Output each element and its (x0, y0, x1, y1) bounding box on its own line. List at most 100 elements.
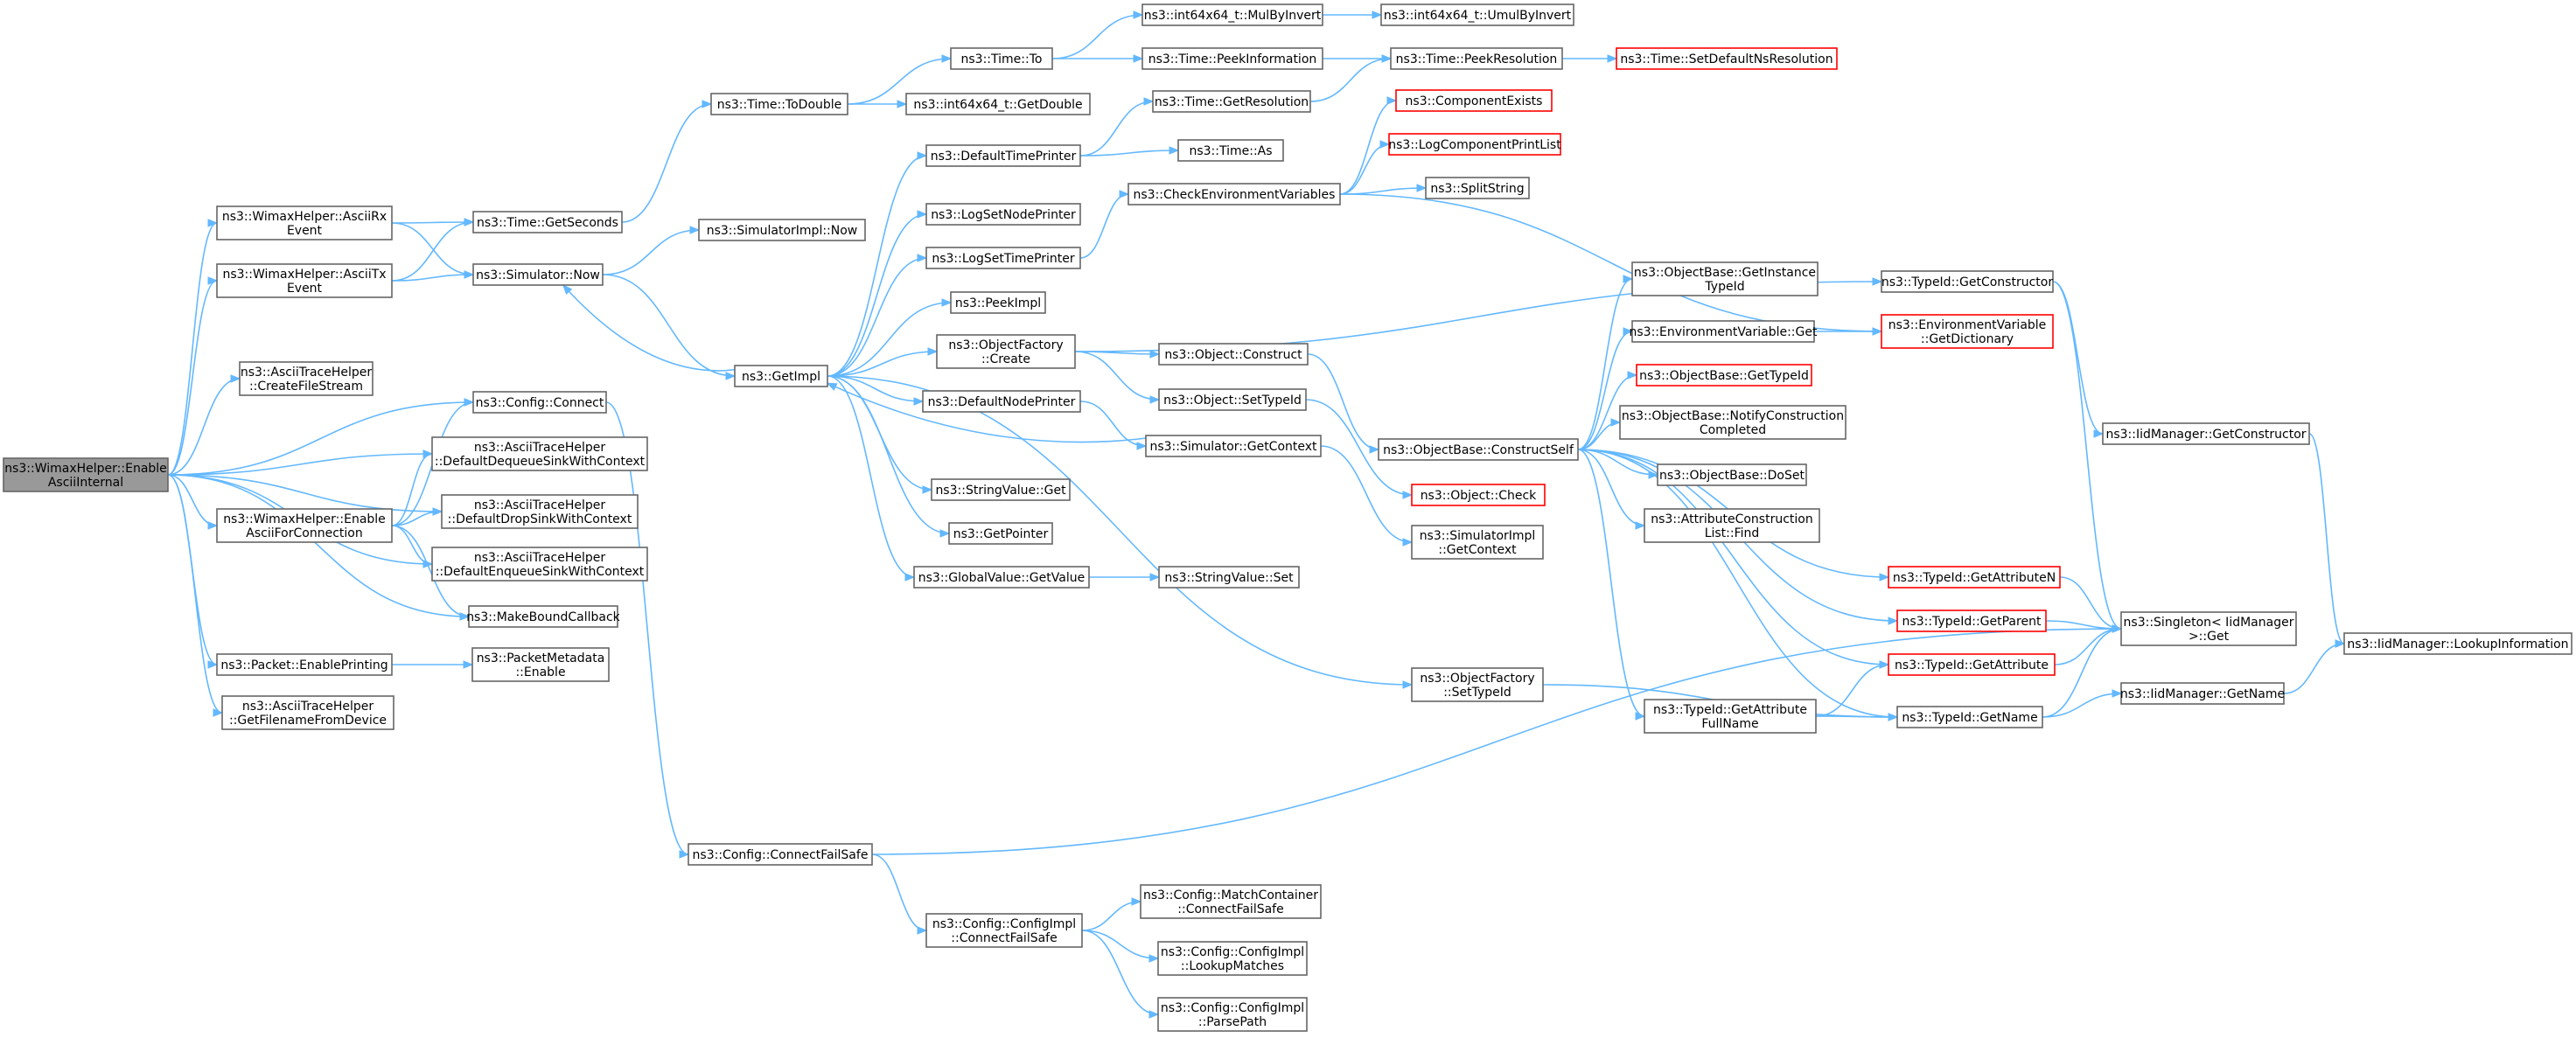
function-node-n18[interactable]: ns3::Config::ConnectFailSafe (688, 843, 873, 866)
function-node-n43[interactable]: ns3::Config::ConfigImpl::ParsePath (1157, 997, 1308, 1032)
function-node-n45[interactable]: ns3::Time::PeekResolution (1390, 47, 1563, 70)
function-node-n8[interactable]: ns3::Simulator::Now (472, 263, 604, 286)
function-node-n64[interactable]: ns3::TypeId::GetAttribute (1888, 653, 2056, 676)
function-node-n31[interactable]: ns3::int64x64_t::MulByInvert (1141, 3, 1323, 26)
function-node-n69[interactable]: ns3::IidManager::LookupInformation (2343, 632, 2573, 655)
function-node-n47[interactable]: ns3::LogComponentPrintList (1388, 133, 1561, 156)
function-node-n7[interactable]: ns3::Time::GetSeconds (472, 211, 623, 233)
edge-arrowhead (1149, 350, 1161, 359)
edge-line (167, 222, 218, 476)
function-node-n16[interactable]: ns3::SimulatorImpl::Now (698, 219, 866, 241)
function-node-n62[interactable]: ns3::TypeId::GetAttributeN (1888, 566, 2061, 589)
node-box (1141, 3, 1323, 26)
function-node-n59[interactable]: ns3::Time::SetDefaultNsResolution (1616, 47, 1838, 70)
function-node-n52[interactable]: ns3::ObjectBase::ConstructSelf (1378, 438, 1579, 461)
function-node-n37[interactable]: ns3::Object::SetTypeId (1158, 388, 1307, 411)
function-node-n12[interactable]: ns3::AsciiTraceHelper::DefaultEnqueueSin… (431, 547, 648, 582)
function-node-n51[interactable]: ns3::ObjectBase::GetTypeId (1636, 364, 1812, 387)
function-node-n65[interactable]: ns3::TypeId::GetName (1896, 706, 2043, 728)
call-edge-n23-n35 (1079, 190, 1130, 259)
call-edge-n52-n50 (1577, 327, 1634, 450)
function-node-n48[interactable]: ns3::SplitString (1425, 177, 1530, 199)
function-node-n19[interactable]: ns3::Time::To (950, 47, 1053, 70)
function-node-n39[interactable]: ns3::StringValue::Set (1158, 566, 1300, 589)
function-node-n5[interactable]: ns3::Packet::EnablePrinting (216, 653, 393, 676)
function-node-n32[interactable]: ns3::Time::PeekInformation (1141, 47, 1323, 70)
function-node-n41[interactable]: ns3::Config::MatchContainer::ConnectFail… (1140, 884, 1322, 919)
function-node-n28[interactable]: ns3::GetPointer (948, 522, 1053, 545)
call-edge-n0-n10 (167, 449, 434, 476)
node-label: ns3::AsciiTraceHelper (474, 551, 606, 565)
function-node-n15[interactable]: ns3::Time::ToDouble (710, 93, 848, 115)
node-label: ns3::TypeId::GetAttribute (1895, 658, 2049, 672)
node-label: ns3::WimaxHelper::AsciiRx (222, 210, 387, 224)
function-node-n11[interactable]: ns3::AsciiTraceHelper::DefaultDropSinkWi… (441, 494, 639, 529)
function-node-n66[interactable]: ns3::IidManager::GetConstructor (2102, 422, 2310, 445)
node-box (239, 361, 373, 396)
function-node-n10[interactable]: ns3::AsciiTraceHelper::DefaultDequeueSin… (431, 436, 648, 471)
function-node-n40[interactable]: ns3::ObjectFactory::SetTypeId (1411, 667, 1544, 702)
node-label: ns3::PeekImpl (955, 296, 1041, 310)
function-node-n44[interactable]: ns3::int64x64_t::UmulByInvert (1380, 3, 1574, 26)
function-node-n57[interactable]: ns3::SimulatorImpl::GetContext (1411, 525, 1544, 560)
function-node-n13[interactable]: ns3::MakeBoundCallback (466, 605, 621, 628)
function-node-n46[interactable]: ns3::ComponentExists (1395, 89, 1553, 112)
call-edge-n17-n23 (827, 254, 928, 377)
function-node-n34[interactable]: ns3::Time::As (1177, 139, 1284, 162)
node-label: TypeId (1704, 280, 1744, 294)
node-box (905, 93, 1091, 115)
call-edge-n65-n67 (2042, 624, 2123, 718)
function-node-n23[interactable]: ns3::LogSetTimePrinter (925, 247, 1081, 269)
function-node-n14[interactable]: ns3::PacketMetadata::Enable (471, 647, 610, 682)
function-node-n24[interactable]: ns3::PeekImpl (950, 291, 1046, 314)
function-node-n29[interactable]: ns3::GlobalValue::GetValue (913, 566, 1090, 589)
edge-arrowhead (917, 926, 928, 935)
function-node-n54[interactable]: ns3::ObjectBase::DoSet (1657, 463, 1807, 486)
function-node-n22[interactable]: ns3::LogSetNodePrinter (925, 203, 1081, 226)
call-edge-n68-n69 (2283, 639, 2346, 694)
edge-arrowhead (1879, 660, 1890, 669)
function-node-n42[interactable]: ns3::Config::ConfigImpl::LookupMatches (1157, 941, 1308, 976)
call-edge-n62-n67 (2059, 576, 2123, 633)
edge-arrowhead (917, 151, 928, 160)
node-box (221, 695, 394, 730)
function-node-n35[interactable]: ns3::CheckEnvironmentVariables (1127, 183, 1341, 206)
function-node-n6[interactable]: ns3::AsciiTraceHelper::GetFilenameFromDe… (221, 695, 394, 730)
node-label: ns3::Config::ConfigImpl (1161, 1001, 1304, 1015)
function-node-n30[interactable]: ns3::Config::ConfigImpl::ConnectFailSafe (925, 913, 1083, 948)
node-box (1177, 139, 1284, 162)
function-node-n9[interactable]: ns3::Config::Connect (472, 391, 607, 414)
function-node-n27[interactable]: ns3::StringValue::Get (931, 478, 1071, 501)
function-node-n56[interactable]: ns3::Object::Check (1411, 484, 1546, 506)
node-label: ns3::ObjectBase::NotifyConstruction (1622, 409, 1844, 423)
function-node-n38[interactable]: ns3::Simulator::GetContext (1145, 435, 1322, 457)
edge-line (827, 257, 927, 377)
function-node-n17[interactable]: ns3::GetImpl (734, 365, 828, 387)
call-edge-n65-n68 (2042, 689, 2123, 718)
function-node-n20[interactable]: ns3::int64x64_t::GetDouble (905, 93, 1091, 115)
function-node-n33[interactable]: ns3::Time::GetResolution (1152, 90, 1311, 113)
edge-arrowhead (1635, 712, 1646, 721)
function-node-n60[interactable]: ns3::TypeId::GetConstructor (1881, 270, 2054, 293)
function-node-n63[interactable]: ns3::TypeId::GetParent (1896, 610, 2047, 632)
function-node-n4[interactable]: ns3::WimaxHelper::EnableAsciiForConnecti… (216, 508, 393, 543)
function-node-n36[interactable]: ns3::Object::Construct (1158, 343, 1309, 366)
function-node-n26[interactable]: ns3::DefaultNodePrinter (922, 390, 1081, 413)
node-label: ns3::IidManager::GetConstructor (2105, 428, 2306, 442)
call-edge-n30-n42 (1081, 930, 1160, 963)
function-node-n25[interactable]: ns3::ObjectFactory::Create (936, 334, 1076, 369)
function-node-n68[interactable]: ns3::IidManager::GetName (2120, 682, 2285, 705)
function-node-n53[interactable]: ns3::ObjectBase::NotifyConstructionCompl… (1619, 405, 1846, 440)
function-node-n50[interactable]: ns3::EnvironmentVariable::Get (1630, 320, 1818, 343)
function-node-n21[interactable]: ns3::DefaultTimePrinter (925, 144, 1081, 167)
function-node-n67[interactable]: ns3::Singleton< IidManager >::Get (2120, 611, 2297, 646)
node-box (925, 913, 1083, 948)
function-node-n3[interactable]: ns3::AsciiTraceHelper::CreateFileStream (239, 361, 373, 396)
function-node-n61[interactable]: ns3::EnvironmentVariable::GetDictionary (1881, 314, 2054, 349)
